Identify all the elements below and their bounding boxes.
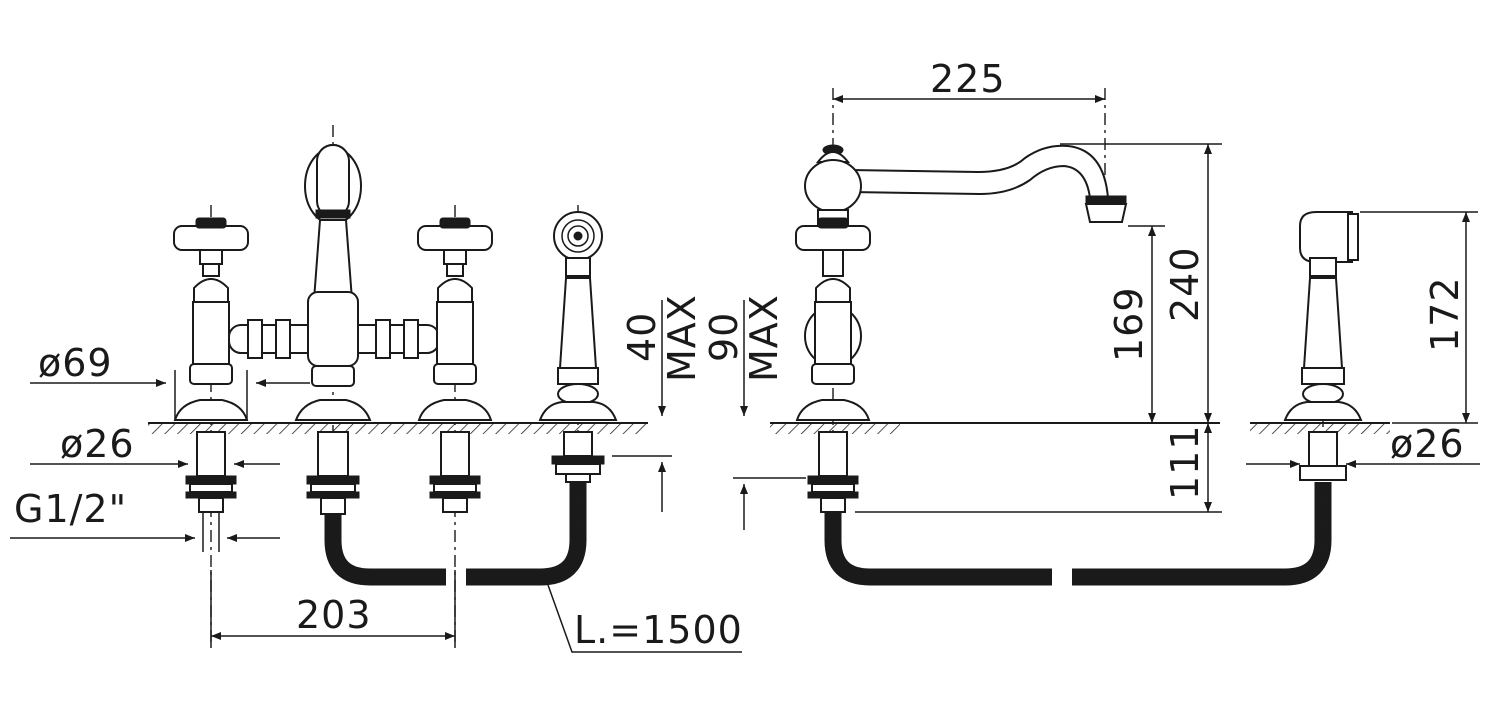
dim-outlet-height xyxy=(1128,225,1165,423)
hand-spray-side xyxy=(1283,211,1363,481)
dim-diameter-69 xyxy=(30,370,310,420)
label-d69: ø69 xyxy=(38,341,113,385)
label-thread: G1/2" xyxy=(14,487,127,531)
hose-left-view xyxy=(324,480,587,586)
label-reach: 225 xyxy=(930,57,1006,101)
bridge-pipe xyxy=(228,319,440,359)
dim-center-spacing xyxy=(210,570,456,648)
label-deck90: 90 xyxy=(702,312,746,362)
label-deck90-max: MAX xyxy=(742,294,786,382)
label-hose-length: L.=1500 xyxy=(574,608,743,652)
dim-thread xyxy=(10,512,280,552)
deck-surface-left xyxy=(148,422,648,434)
label-d26-left: ø26 xyxy=(60,422,135,466)
deck-surface-right xyxy=(770,422,1390,434)
label-total-height: 240 xyxy=(1163,246,1207,322)
label-deck40: 40 xyxy=(620,312,664,362)
side-view xyxy=(770,88,1480,586)
hot-valve-left xyxy=(417,217,493,513)
dim-deck-thickness-40 xyxy=(612,300,672,512)
dim-deck-thickness-90 xyxy=(733,300,806,530)
label-spacing: 203 xyxy=(296,593,372,637)
dim-total-height xyxy=(1060,143,1222,423)
spout-side xyxy=(849,144,1128,223)
label-deck40-max: MAX xyxy=(660,294,704,382)
label-below-deck: 111 xyxy=(1163,424,1207,500)
cold-valve-left xyxy=(173,217,249,513)
dim-hose-length xyxy=(547,584,742,653)
spout-front xyxy=(294,144,372,515)
label-spray-height: 172 xyxy=(1423,276,1467,352)
dim-spray-height xyxy=(1360,211,1478,424)
front-view xyxy=(10,125,806,653)
dim-below-deck xyxy=(855,423,1222,513)
hose-side-view xyxy=(824,482,1332,586)
hand-spray-front xyxy=(538,211,618,483)
label-d26-right: ø26 xyxy=(1390,422,1465,466)
valve-body-side xyxy=(795,144,871,513)
label-outlet-height: 169 xyxy=(1107,286,1151,362)
